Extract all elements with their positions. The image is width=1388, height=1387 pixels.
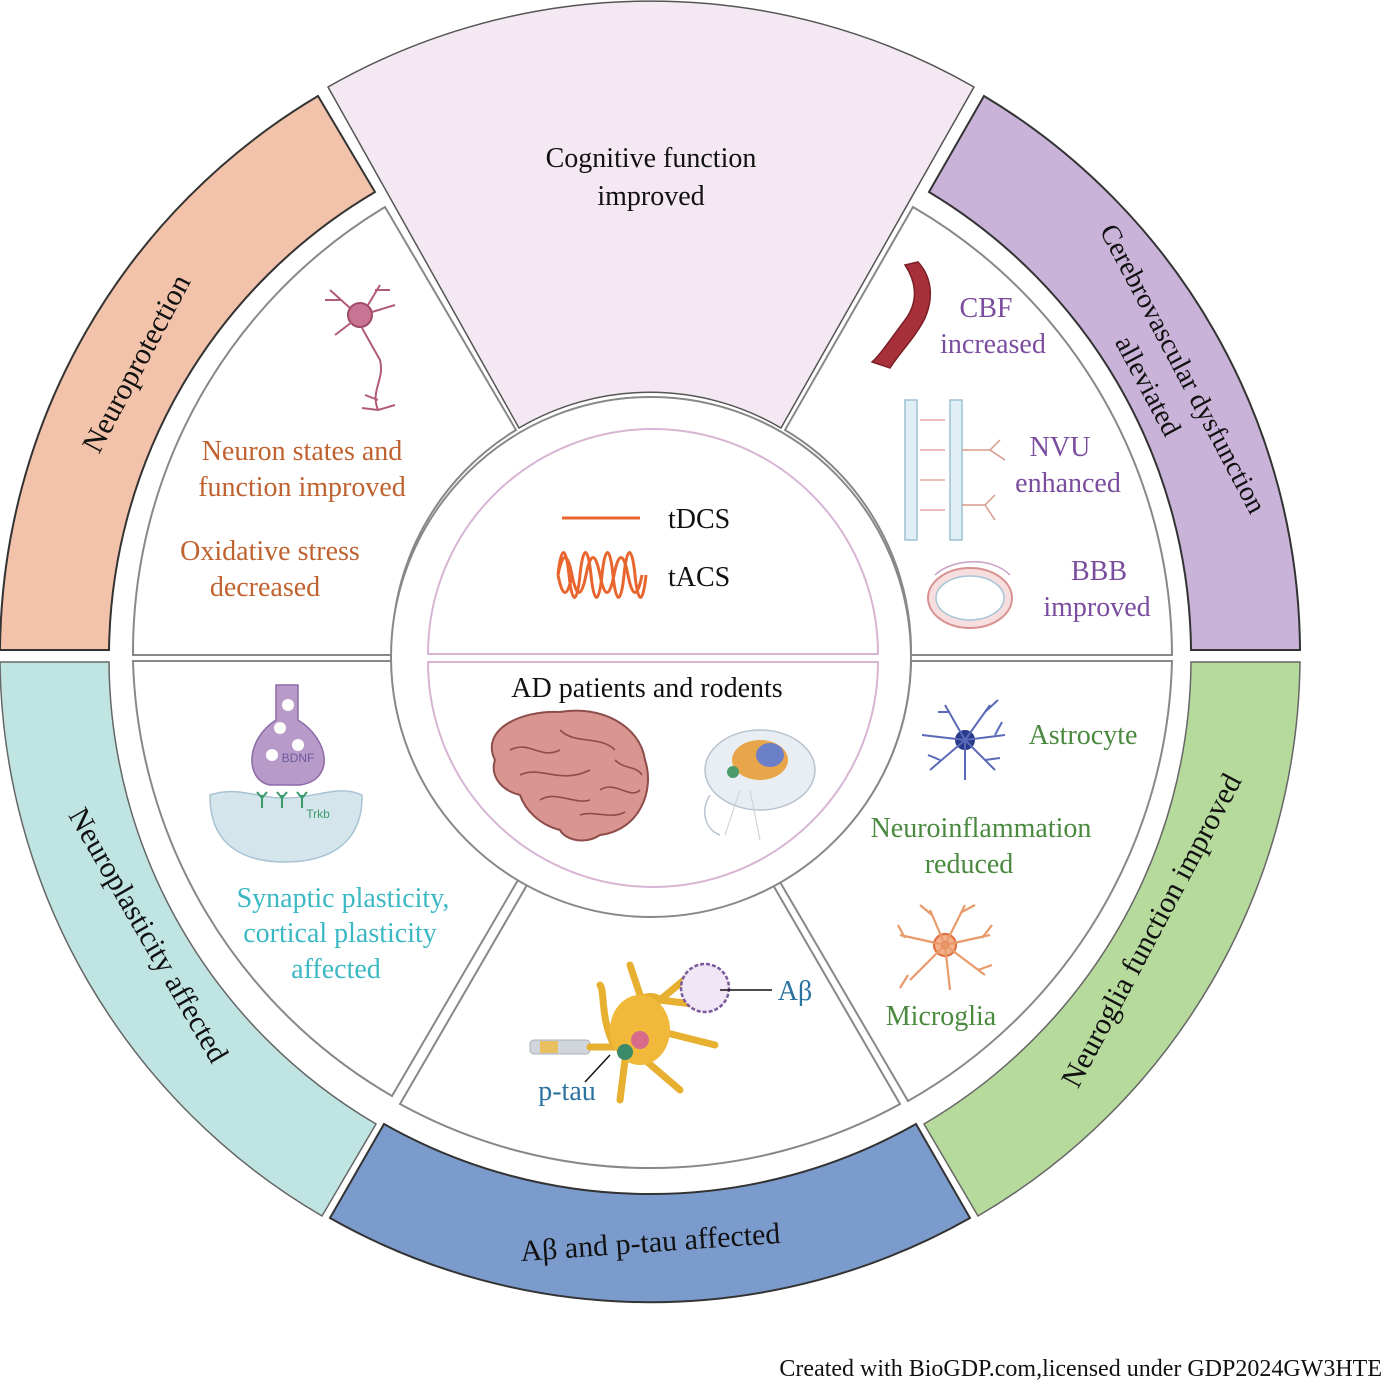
neuroinflammation-line1: Neuroinflammation xyxy=(871,813,1092,844)
band-cerebrovascular xyxy=(927,94,1302,651)
tdcs-label: tDCS xyxy=(668,504,730,535)
synaptic-line2: cortical plasticity xyxy=(243,918,437,949)
synaptic-line3: affected xyxy=(291,954,381,985)
bbb-icon xyxy=(927,561,1013,629)
neuron-plaque-icon xyxy=(529,961,772,1104)
cbf-line1: CBF xyxy=(960,293,1013,324)
blood-vessel-icon xyxy=(870,261,932,369)
segment-cognitive xyxy=(326,0,976,430)
band-neuroprotection xyxy=(0,94,377,651)
subjects-label: AD patients and rodents xyxy=(511,673,782,704)
microglia-label: Microglia xyxy=(886,1001,997,1032)
nvu-icon xyxy=(904,399,1006,541)
abeta-label: Aβ xyxy=(778,976,812,1007)
astrocyte-label: Astrocyte xyxy=(1029,720,1138,751)
center-upper-half xyxy=(426,428,880,655)
ac-wave-path xyxy=(556,551,648,599)
cbf-line2: increased xyxy=(940,329,1046,360)
band-neuroglia xyxy=(922,661,1301,1218)
neuron-states-line1: Neuron states and xyxy=(202,436,403,467)
bbb-line2: improved xyxy=(1043,592,1150,623)
sector-upper-right xyxy=(783,205,1174,656)
astrocyte-icon xyxy=(921,699,1006,780)
footer-credit: Created with BioGDP.com,licensed under G… xyxy=(779,1356,1382,1382)
tacs-label: tACS xyxy=(668,562,730,593)
oxidative-line2: decreased xyxy=(210,572,320,603)
bbb-line1: BBB xyxy=(1071,556,1127,587)
nvu-line2: enhanced xyxy=(1015,468,1121,499)
neuroinflammation-line2: reduced xyxy=(925,849,1014,880)
ptau-label: p-tau xyxy=(538,1076,596,1107)
neuron-states-line2: function improved xyxy=(198,472,406,503)
synapse-icon xyxy=(209,684,363,863)
microglia-icon xyxy=(897,904,993,991)
rodent-icon xyxy=(704,729,816,841)
cognitive-label-1: Cognitive function xyxy=(546,143,757,174)
synaptic-line1: Synaptic plasticity, xyxy=(237,883,450,914)
sector-upper-left xyxy=(131,205,518,656)
brain-icon xyxy=(490,709,649,842)
trkb-label: Trkb xyxy=(306,807,330,821)
oxidative-line1: Oxidative stress xyxy=(180,536,360,567)
neuron-icon xyxy=(325,284,396,411)
band-abeta-ptau xyxy=(328,1122,972,1304)
cognitive-label-2: improved xyxy=(597,181,704,212)
band-neuroplasticity xyxy=(0,661,378,1218)
nvu-line1: NVU xyxy=(1030,432,1091,463)
bdnf-label: BDNF xyxy=(282,751,315,765)
